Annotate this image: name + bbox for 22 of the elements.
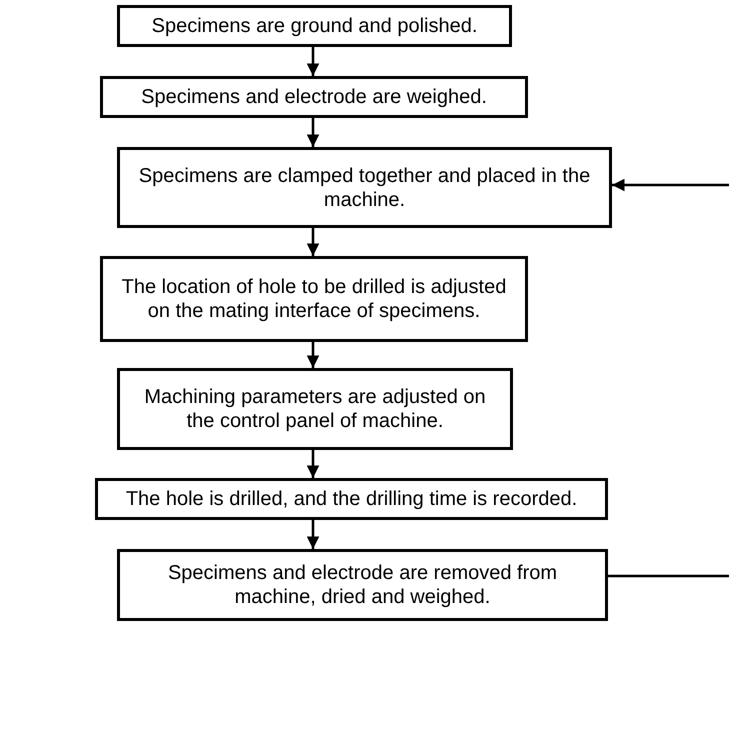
- step-text: Specimens and electrode are removed from machine, dried and weighed.: [166, 561, 558, 609]
- process-box: [117, 5, 512, 47]
- process-box: [117, 147, 612, 228]
- connector-line: [608, 574, 729, 578]
- step-text: The location of hole to be drilled is adjusted on the mating interface of specimens.: [120, 275, 508, 323]
- arrow: [306, 450, 320, 478]
- process-box: [95, 478, 608, 520]
- process-box: [100, 256, 528, 342]
- process-box: [117, 549, 608, 621]
- step-text: Specimens are ground and polished.: [152, 14, 478, 38]
- arrow: [306, 520, 320, 549]
- arrow: [306, 228, 320, 256]
- step-text: The hole is drilled, and the drilling time is recorded.: [126, 487, 578, 511]
- process-box: [100, 76, 528, 118]
- arrow: [306, 118, 320, 147]
- arrow: [612, 178, 729, 192]
- arrow: [306, 47, 320, 76]
- step-text: Specimens and electrode are weighed.: [141, 85, 487, 109]
- step-text: Machining parameters are adjusted on the control panel of machine.: [143, 385, 487, 433]
- arrow: [306, 342, 320, 368]
- process-box: [117, 368, 513, 450]
- step-text: Specimens are clamped together and placed in the machine.: [138, 164, 592, 212]
